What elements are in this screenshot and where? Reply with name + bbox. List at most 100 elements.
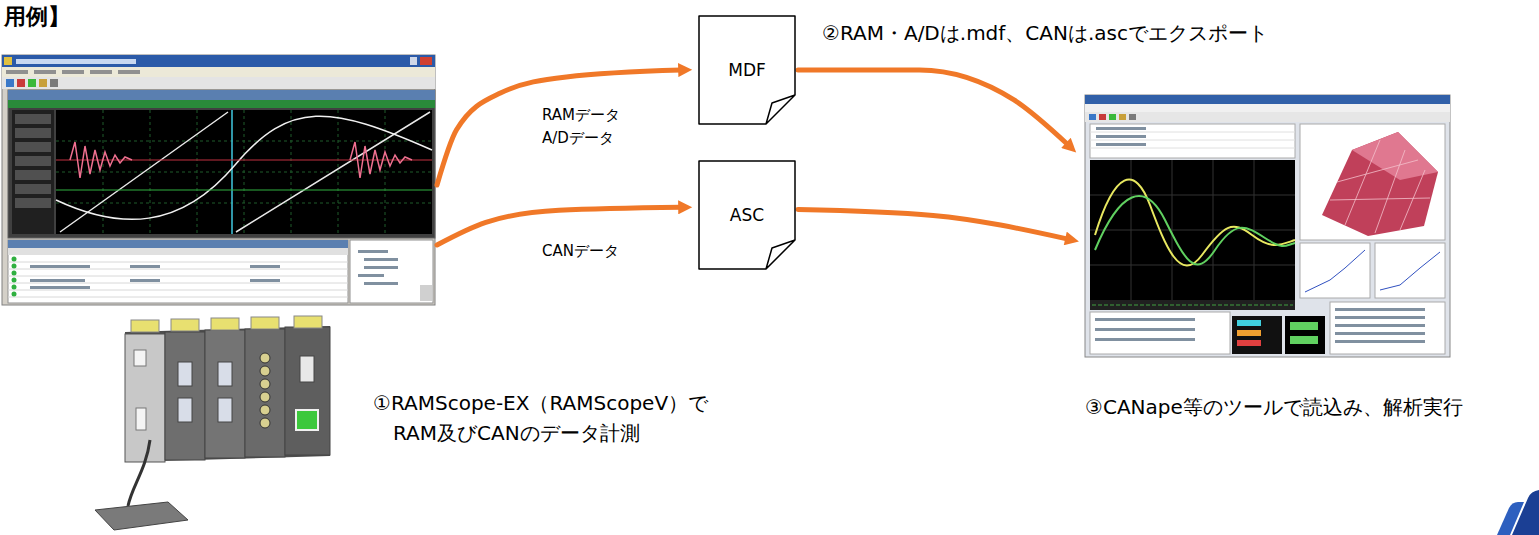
ramscope-screenshot [8, 248, 348, 255]
controller-hardware [260, 366, 270, 376]
controller-hardware [136, 408, 146, 430]
canape-screenshot [1322, 132, 1438, 236]
canape-screenshot [1085, 95, 1450, 357]
canape-screenshot [1085, 95, 1450, 357]
ramscope-screenshot [6, 70, 28, 74]
canape-screenshot [1090, 160, 1295, 300]
ramscope-screenshot [350, 142, 412, 178]
canape-screenshot [1095, 338, 1195, 341]
ramscope-screenshot [6, 79, 14, 87]
canape-screenshot [1085, 104, 1450, 112]
canape-screenshot [1119, 114, 1126, 120]
ramscope-screenshot [12, 264, 17, 269]
software-window: ③CANape等のツールで読込み、解析実行 [1085, 95, 1450, 357]
controller-hardware [245, 329, 285, 457]
canape-screenshot [1090, 124, 1295, 158]
data-flow-arrow [437, 70, 681, 185]
ramscope-screenshot [12, 285, 17, 290]
controller-hardware [125, 334, 165, 462]
controller-hardware [171, 319, 199, 331]
controller-hardware [205, 330, 245, 458]
canape-screenshot [1300, 124, 1445, 240]
ramscope-screenshot [12, 278, 17, 283]
company-logo [1497, 502, 1524, 535]
document-outline [699, 16, 795, 124]
controller-hardware [260, 405, 270, 415]
controller-hardware [178, 362, 192, 386]
controller-hardware [178, 398, 192, 422]
canape-screenshot [1375, 243, 1445, 298]
ramscope-screenshot [62, 70, 84, 74]
software-window: ①RAMScope-EX（RAMScopeV）で RAM及びCANのデータ計測 [2, 55, 435, 305]
ramscope-screenshot [17, 79, 25, 87]
ramscope-screenshot [8, 240, 348, 303]
controller-hardware [300, 356, 314, 382]
controller-hardware [128, 440, 150, 506]
ramscope-screenshot [12, 257, 17, 262]
ramscope-screenshot [231, 110, 233, 234]
ramscope-screenshot [56, 116, 432, 219]
ramscope-screenshot [2, 55, 435, 67]
canape-screenshot [1129, 114, 1136, 120]
canape-screenshot [1380, 252, 1440, 290]
ramscope-screenshot [118, 70, 140, 74]
controller-hardware [131, 320, 159, 332]
canape-screenshot [1096, 135, 1146, 138]
controller-hardware [218, 362, 232, 386]
ramscope-screenshot [358, 274, 384, 277]
canape-screenshot [1090, 160, 1295, 300]
controller-hardware [218, 398, 232, 422]
ramscope-screenshot [12, 271, 17, 276]
canape-screenshot [1237, 320, 1261, 326]
canape-screenshot [1352, 132, 1438, 180]
step-caption: ①RAMScope-EX（RAMScopeV）で RAM及びCANのデータ計測 [373, 388, 773, 448]
ramscope-screenshot [56, 190, 432, 191]
canape-screenshot [1090, 132, 1295, 148]
file-format-label: MDF [728, 60, 766, 80]
ramscope-screenshot [30, 279, 85, 282]
company-logo [1497, 490, 1539, 535]
data-flow-arrow [798, 70, 1068, 145]
canape-screenshot [1300, 243, 1370, 298]
section-heading: 用例】 [4, 2, 70, 32]
ramscope-screenshot [28, 79, 36, 87]
ramscope-screenshot [8, 100, 435, 108]
ramscope-screenshot [15, 170, 51, 180]
ramscope-screenshot [8, 90, 435, 100]
ramscope-screenshot [420, 57, 432, 65]
ramscope-screenshot [70, 142, 132, 178]
canape-screenshot [1095, 196, 1295, 264]
ramscope-screenshot [50, 79, 58, 87]
canape-screenshot [1092, 305, 1293, 306]
canape-screenshot [1335, 316, 1425, 319]
canape-screenshot [1330, 140, 1430, 233]
ramscope-screenshot [358, 250, 388, 253]
ramscope-screenshot [39, 79, 47, 87]
controller-hardware [294, 316, 322, 328]
canape-screenshot [1232, 316, 1282, 354]
ramscope-screenshot [12, 292, 17, 297]
controller-hardware [260, 379, 270, 389]
ramscope-screenshot [56, 110, 432, 234]
ramscope-screenshot [90, 70, 112, 74]
canape-screenshot [1285, 316, 1325, 354]
canape-screenshot [1335, 332, 1425, 335]
canape-screenshot [1335, 308, 1425, 311]
ramscope-screenshot [15, 128, 51, 138]
canape-screenshot [1089, 114, 1096, 120]
ramscope-screenshot [2, 67, 435, 77]
canape-screenshot [1305, 250, 1365, 292]
controller-hardware [165, 332, 205, 460]
ramscope-screenshot [60, 112, 430, 232]
canape-screenshot [1290, 336, 1318, 344]
ramscope-screenshot [15, 184, 51, 194]
ramscope-screenshot [2, 55, 435, 305]
controller-hardware [251, 317, 279, 329]
ramscope-screenshot [8, 262, 348, 297]
ramscope-screenshot [30, 286, 90, 289]
ramscope-screenshot [8, 90, 435, 238]
ramscope-screenshot [34, 70, 56, 74]
ramscope-screenshot [15, 142, 51, 152]
ramscope-screenshot [8, 240, 348, 248]
